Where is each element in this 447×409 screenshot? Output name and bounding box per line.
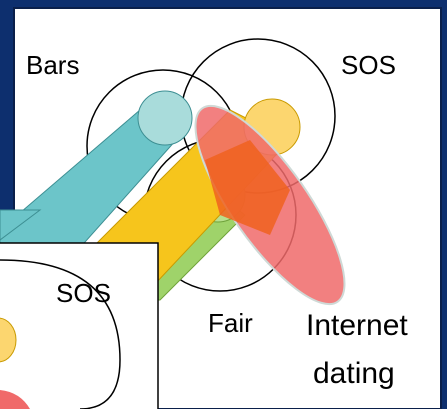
internet-dating-label-line2: dating (313, 357, 395, 390)
bars-label: Bars (26, 50, 79, 80)
overlap-region (205, 140, 290, 235)
sos-label: SOS (341, 50, 396, 80)
internet-dating-label-line1: Internet (306, 309, 408, 342)
teal-band-lower (0, 209, 42, 241)
teal-band-cap (137, 90, 193, 146)
inset-sos-label: SOS (56, 278, 111, 308)
inset-panel: SOS (0, 242, 159, 409)
internet-dating-ellipse (194, 104, 346, 306)
inset-yellow-cap (0, 317, 17, 363)
inset-red-fragment (0, 390, 30, 409)
fair-label: Fair (208, 308, 253, 338)
inset-circle-arc (0, 259, 121, 409)
